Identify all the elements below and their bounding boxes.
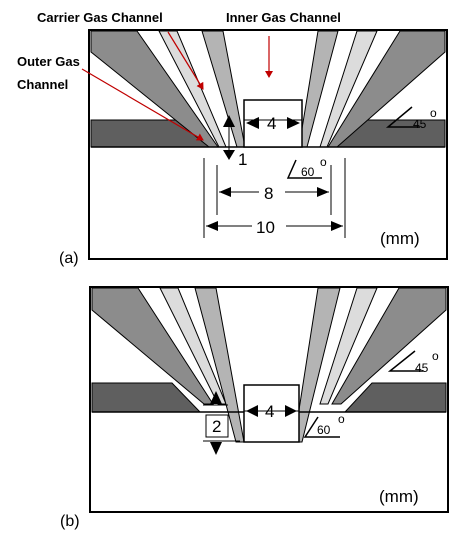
panel-a-dimension-10: 10 [256,218,275,237]
panel-b-inner-right-wall [293,287,341,443]
panel-b-angle-bottom: 60 [317,423,331,437]
panel-b-letter: (b) [60,513,80,530]
panel-a-slot-label: 1 [238,150,247,169]
outer-gas-arrow [81,68,204,141]
panel-b-gap-label: 4 [265,402,274,421]
panel-b-units: (mm) [379,487,419,506]
carrier-gas-arrow [167,31,204,90]
panel-b-carrier-right-wall [319,287,378,405]
panel-a-dimension-8: 8 [264,184,273,203]
panel-b-degree-top: o [432,349,439,363]
panel-b-degree-bottom: o [338,412,345,426]
carrier-gas-label: Carrier Gas Channel [37,10,163,25]
outer-gas-label-line1: Outer Gas [17,54,80,69]
panel-b-outer-right-wall [331,287,447,405]
panel-b-outer-left-wall [91,287,214,405]
inner-gas-label: Inner Gas Channel [226,10,341,25]
panel-b: 4 2 60 o 45 o (mm) [89,286,449,513]
panel-b-angle-top: 45 [415,361,429,375]
panel-a-outer-right-wall [327,30,446,148]
outer-gas-label-line2: Channel [17,77,68,92]
panel-a-degree-bottom: o [320,155,327,169]
panel-a-letter: (a) [59,250,79,267]
panel-a-gap-label: 4 [267,114,276,133]
panel-b-slot-label: 2 [212,417,221,436]
panel-a-angle-top: 45 [413,117,427,131]
panel-a-angle-bottom: 60 [301,165,315,179]
panel-a-degree-top: o [430,106,437,120]
panel-a-units: (mm) [380,229,420,248]
panel-a: 4 1 60 o 45 o 8 10 (mm) [88,29,448,260]
